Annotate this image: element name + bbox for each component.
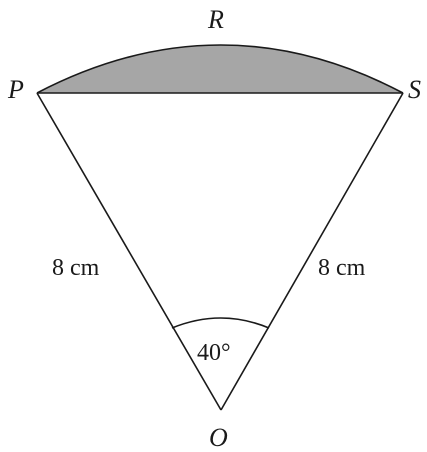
label-o: O	[209, 423, 228, 452]
angle-arc	[171, 317, 270, 329]
angle-label: 40°	[197, 340, 231, 366]
label-s: S	[408, 75, 421, 104]
length-right: 8 cm	[318, 255, 366, 281]
label-p: P	[7, 75, 24, 104]
length-left: 8 cm	[52, 255, 100, 281]
arc-prs	[36, 44, 404, 94]
radius-op	[36, 92, 222, 411]
radius-os	[220, 92, 404, 411]
label-r: R	[207, 5, 224, 34]
